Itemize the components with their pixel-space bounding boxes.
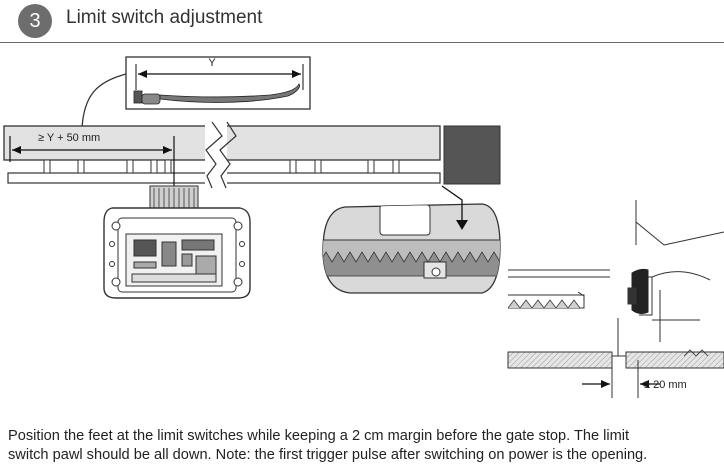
right-rack-teeth — [507, 299, 581, 309]
dimension-margin-label: ≥ 20 mm — [644, 379, 687, 391]
gate-leaf — [3, 120, 441, 189]
gate-stop-post — [443, 125, 501, 185]
ground-hatch-left — [507, 351, 613, 369]
gate-stop-detail — [507, 200, 724, 398]
step-title: Limit switch adjustment — [66, 7, 263, 28]
caption-line-1: Position the feet at the limit switches … — [8, 428, 630, 444]
rack-detail-callout — [322, 185, 501, 294]
dimension-feet-label: ≥ Y + 50 mm — [38, 132, 100, 144]
rack-screw — [431, 267, 441, 277]
pawl-callout — [81, 56, 311, 129]
ground-hatch-right — [625, 351, 724, 369]
step-number-badge: 3 — [18, 4, 52, 38]
limit-switch-pawl-icon — [133, 83, 300, 105]
rack-teeth — [323, 251, 500, 277]
caption-line-2: switch pawl should be all down. Note: th… — [8, 447, 648, 463]
title-divider — [0, 42, 724, 43]
dimension-y-label: Y — [208, 57, 216, 69]
rack-feet — [43, 159, 400, 174]
gear-motor-unit — [103, 185, 251, 299]
instruction-caption: Position the feet at the limit switches … — [8, 427, 720, 465]
callout-leader-line — [81, 73, 127, 129]
